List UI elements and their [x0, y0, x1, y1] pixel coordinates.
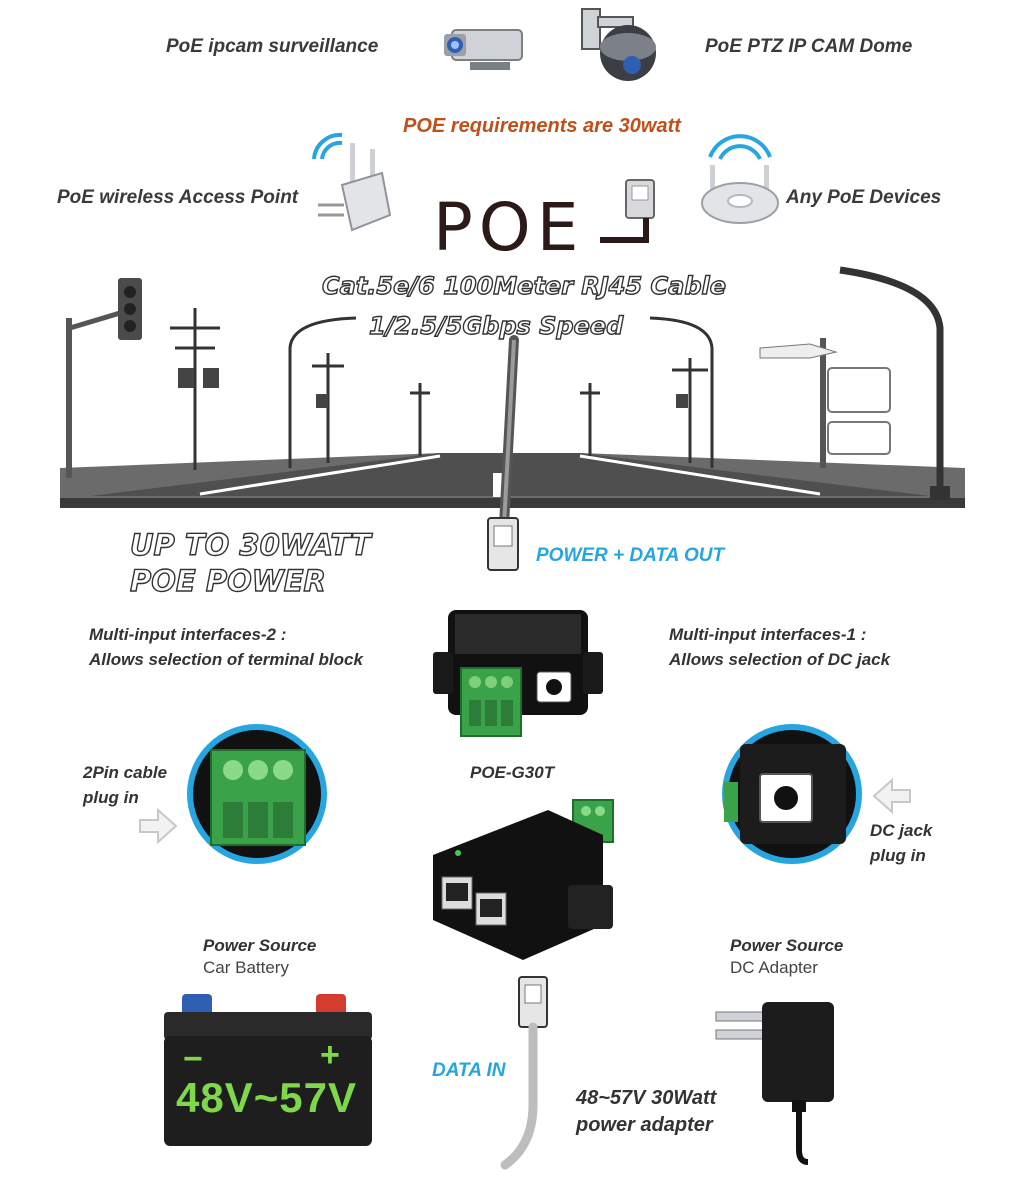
rj45-cable-in — [500, 976, 548, 1170]
cable-spec-line2: 1/2.5/5Gbps Speed — [368, 311, 624, 340]
multi-input-2-title: Multi-input interfaces-2 : — [89, 625, 287, 644]
dc-adapter-icon — [715, 1002, 834, 1165]
multi-input-2-label: Multi-input interfaces-2 : Allows select… — [89, 622, 363, 672]
ptz-label: PoE PTZ IP CAM Dome — [705, 36, 913, 57]
power-headline-line1: UP TO 30WATT — [129, 527, 371, 562]
injector-front-view — [433, 799, 614, 960]
power-source-right-title: Power Source — [730, 936, 844, 955]
road-scene — [60, 266, 965, 508]
cable-spec-line1: Cat.5e/6 100Meter RJ45 Cable — [321, 271, 727, 300]
requirement-label: POE requirements are 30watt — [403, 115, 681, 137]
battery-plus: + — [320, 1036, 340, 1074]
power-source-left: Power Source Car Battery — [203, 934, 316, 978]
multi-input-1-title: Multi-input interfaces-1 : — [669, 625, 867, 644]
power-source-left-sub: Car Battery — [203, 958, 289, 977]
ap-label: PoE wireless Access Point — [57, 187, 299, 208]
arrow-left-icon — [872, 777, 911, 815]
two-pin-line2: plug in — [83, 788, 139, 807]
dc-jack-closeup — [722, 724, 862, 864]
rj45-cable-out — [487, 335, 519, 571]
multi-input-2-desc: Allows selection of terminal block — [89, 650, 363, 669]
dc-jack-label: DC jack plug in — [870, 818, 932, 868]
adapter-spec-label: 48~57V 30Watt power adapter — [576, 1085, 716, 1139]
power-headline-line2: POE POWER — [129, 563, 326, 598]
injector-rear-view — [433, 610, 603, 737]
power-data-out-label: POWER + DATA OUT — [536, 545, 725, 566]
power-source-left-title: Power Source — [203, 936, 317, 955]
logo-connector-icon — [600, 179, 655, 243]
battery-minus: − — [183, 1040, 203, 1078]
adapter-spec-line1: 48~57V 30Watt — [576, 1087, 717, 1109]
two-pin-line1: 2Pin cable — [83, 763, 168, 782]
data-in-label: DATA IN — [432, 1060, 506, 1081]
dc-jack-line1: DC jack — [870, 821, 933, 840]
terminal-block-closeup — [187, 724, 327, 864]
ip-camera-icon — [444, 29, 523, 70]
router-icon — [701, 134, 779, 224]
car-battery-icon — [164, 994, 372, 1146]
access-point-icon — [312, 132, 392, 232]
power-source-right: Power Source DC Adapter — [730, 934, 843, 978]
any-device-label: Any PoE Devices — [786, 187, 942, 208]
battery-voltage: 48V~57V — [176, 1074, 357, 1121]
dc-jack-line2: plug in — [870, 846, 926, 865]
power-headline: UP TO 30WATT POE POWER — [129, 527, 371, 599]
arrow-right-icon — [139, 807, 178, 845]
two-pin-label: 2Pin cable plug in — [83, 760, 167, 810]
ipcam-label: PoE ipcam surveillance — [166, 36, 379, 57]
poe-logo: POE — [433, 189, 585, 266]
model-label: POE-G30T — [470, 763, 555, 782]
multi-input-1-desc: Allows selection of DC jack — [669, 650, 891, 669]
power-source-right-sub: DC Adapter — [730, 958, 818, 977]
multi-input-1-label: Multi-input interfaces-1 : Allows select… — [669, 622, 890, 672]
ptz-dome-icon — [581, 8, 656, 81]
adapter-spec-line2: power adapter — [576, 1114, 713, 1136]
